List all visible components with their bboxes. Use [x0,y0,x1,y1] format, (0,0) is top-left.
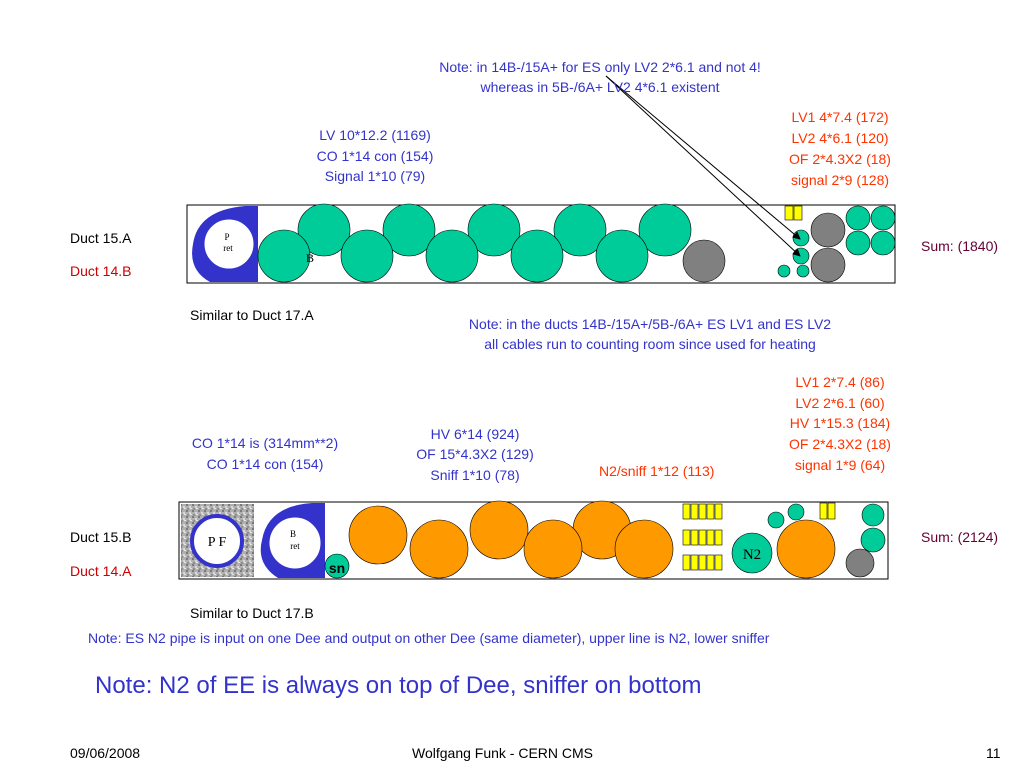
duct1-cable-lv-bottom [595,229,649,283]
duct2-sniffer-circle [324,553,350,579]
note-top-line2: whereas in 5B-/6A+ LV2 4*6.1 existent [480,79,720,95]
duct1-spec-blue-1: LV 10*12.2 (1169) [319,127,431,143]
duct1-cable-lv1 [870,205,896,231]
duct2-cable-hv-bottom [614,519,674,579]
duct1-signal-box [784,205,794,221]
duct1-cable-lv-top [467,203,521,257]
duct1-sum: Sum: (1840) [921,238,999,254]
note-arrow-1 [605,75,801,240]
duct2-pipe-circle [268,516,322,570]
duct2-spec-red-4: OF 2*4.3X2 (18) [789,436,891,452]
duct1-cable-lv-top [297,203,351,257]
duct2-spec-blue-b1: HV 6*14 (924) [430,426,520,442]
duct2-of-boxes [682,503,723,571]
duct1-spec-red-4: signal 2*9 (128) [790,172,890,188]
duct1-spec-red-1: LV1 4*7.4 (172) [791,109,889,125]
duct2-label-1: Duct 15.B [70,529,132,545]
duct1-spec-blue-2: CO 1*14 con (154) [316,148,434,164]
duct1-cable-lv2 [792,247,810,265]
duct1-cable-lv-top [553,203,607,257]
duct1-cable-lv1 [870,230,896,256]
duct2-spec-red-2: LV2 2*6.1 (60) [795,395,885,411]
duct1-cable-lv-bottom [425,229,479,283]
duct1-small-label: B [306,251,314,265]
duct2-sniffer-label: sn [329,560,345,576]
duct2-cable-lv [860,527,886,553]
duct2-cable-hv-bottom [348,505,408,565]
footer-author: Wolfgang Funk - CERN CMS [412,745,594,761]
duct2-pf-label: P F [208,535,227,550]
note-big: Note: N2 of EE is always on top of Dee, … [95,672,702,699]
duct2-similar: Similar to Duct 17.B [190,605,314,621]
duct2-cable-small [767,511,785,529]
duct1-cable-of [777,264,791,278]
duct2-spec-blue-b2: OF 15*4.3X2 (129) [416,446,534,462]
duct1-cable-lv-bottom [340,229,394,283]
note-middle-line1: Note: in the ducts 14B-/15A+/5B-/6A+ ES … [468,316,832,332]
duct2-cable-small [787,503,805,521]
duct2-cable-co [845,548,875,578]
note-n2-pipe: Note: ES N2 pipe is input on one Dee and… [88,630,770,646]
duct1-cable-lv1 [845,205,871,231]
duct2-spec-blue-b3: Sniff 1*10 (78) [430,467,520,483]
duct1-cable-co [682,239,726,283]
duct2-spec-red-3: HV 1*15.3 (184) [789,415,891,431]
duct2-pipe-label-top: B [290,529,296,539]
duct1-cable-lv2 [792,229,810,247]
duct2-spec-blue-a2: CO 1*14 con (154) [206,456,324,472]
duct2-cable-hv-bottom [409,519,469,579]
duct2-n2-circle [731,532,773,574]
duct1-spec-red-2: LV2 4*6.1 (120) [791,130,889,146]
duct2-cable-hv-top [469,500,529,560]
duct1-cable-gray-small [810,212,846,248]
duct1-similar: Similar to Duct 17.A [190,307,314,323]
duct1-cable-lv-top [638,203,692,257]
footer-date: 09/06/2008 [70,745,141,761]
duct1-spec-red-3: OF 2*4.3X2 (18) [789,151,891,167]
note-top-line1: Note: in 14B-/15A+ for ES only LV2 2*6.1… [439,59,761,75]
duct2-pipe-label-bottom: ret [290,541,300,551]
duct1-pipe-circle [203,218,255,270]
duct2-sum: Sum: (2124) [921,529,999,545]
duct1-pipe-label-top: P [224,232,229,242]
duct1-cable-of [796,264,810,278]
duct1-pipe-label-bottom: ret [223,243,233,253]
duct2-cable-hv-large [776,519,836,579]
duct2-cable-hv-bottom [523,519,583,579]
duct1-label-1: Duct 15.A [70,230,132,246]
note-middle-line2: all cables run to counting room since us… [484,336,816,352]
note-arrow-2 [605,75,801,257]
duct1-cable-lv1 [845,230,871,256]
duct2-signal-box [827,502,836,520]
duct1-cable-lv-top [382,203,436,257]
duct2-cable-lv [861,503,885,527]
duct1-cable-lv-bottom [257,229,311,283]
duct2-pf-ring [190,514,244,568]
duct2-spec-red-1: LV1 2*7.4 (86) [795,374,885,390]
duct2-n2-label: N2 [743,547,761,563]
duct2-label-2: Duct 14.A [70,563,132,579]
duct2-signal-box [819,502,828,520]
duct2-spec-blue-a1: CO 1*14 is (314mm**2) [191,435,339,451]
duct1-cable-lv-bottom [510,229,564,283]
duct2-spec-orange: N2/sniff 1*12 (113) [599,463,715,479]
duct1-cable-gray-small [810,247,846,283]
duct1-label-2: Duct 14.B [70,263,132,279]
duct2-spec-red-5: signal 1*9 (64) [794,457,886,473]
footer-page: 11 [986,745,1001,761]
duct1-spec-blue-3: Signal 1*10 (79) [324,168,426,184]
duct1-signal-box [793,205,803,221]
